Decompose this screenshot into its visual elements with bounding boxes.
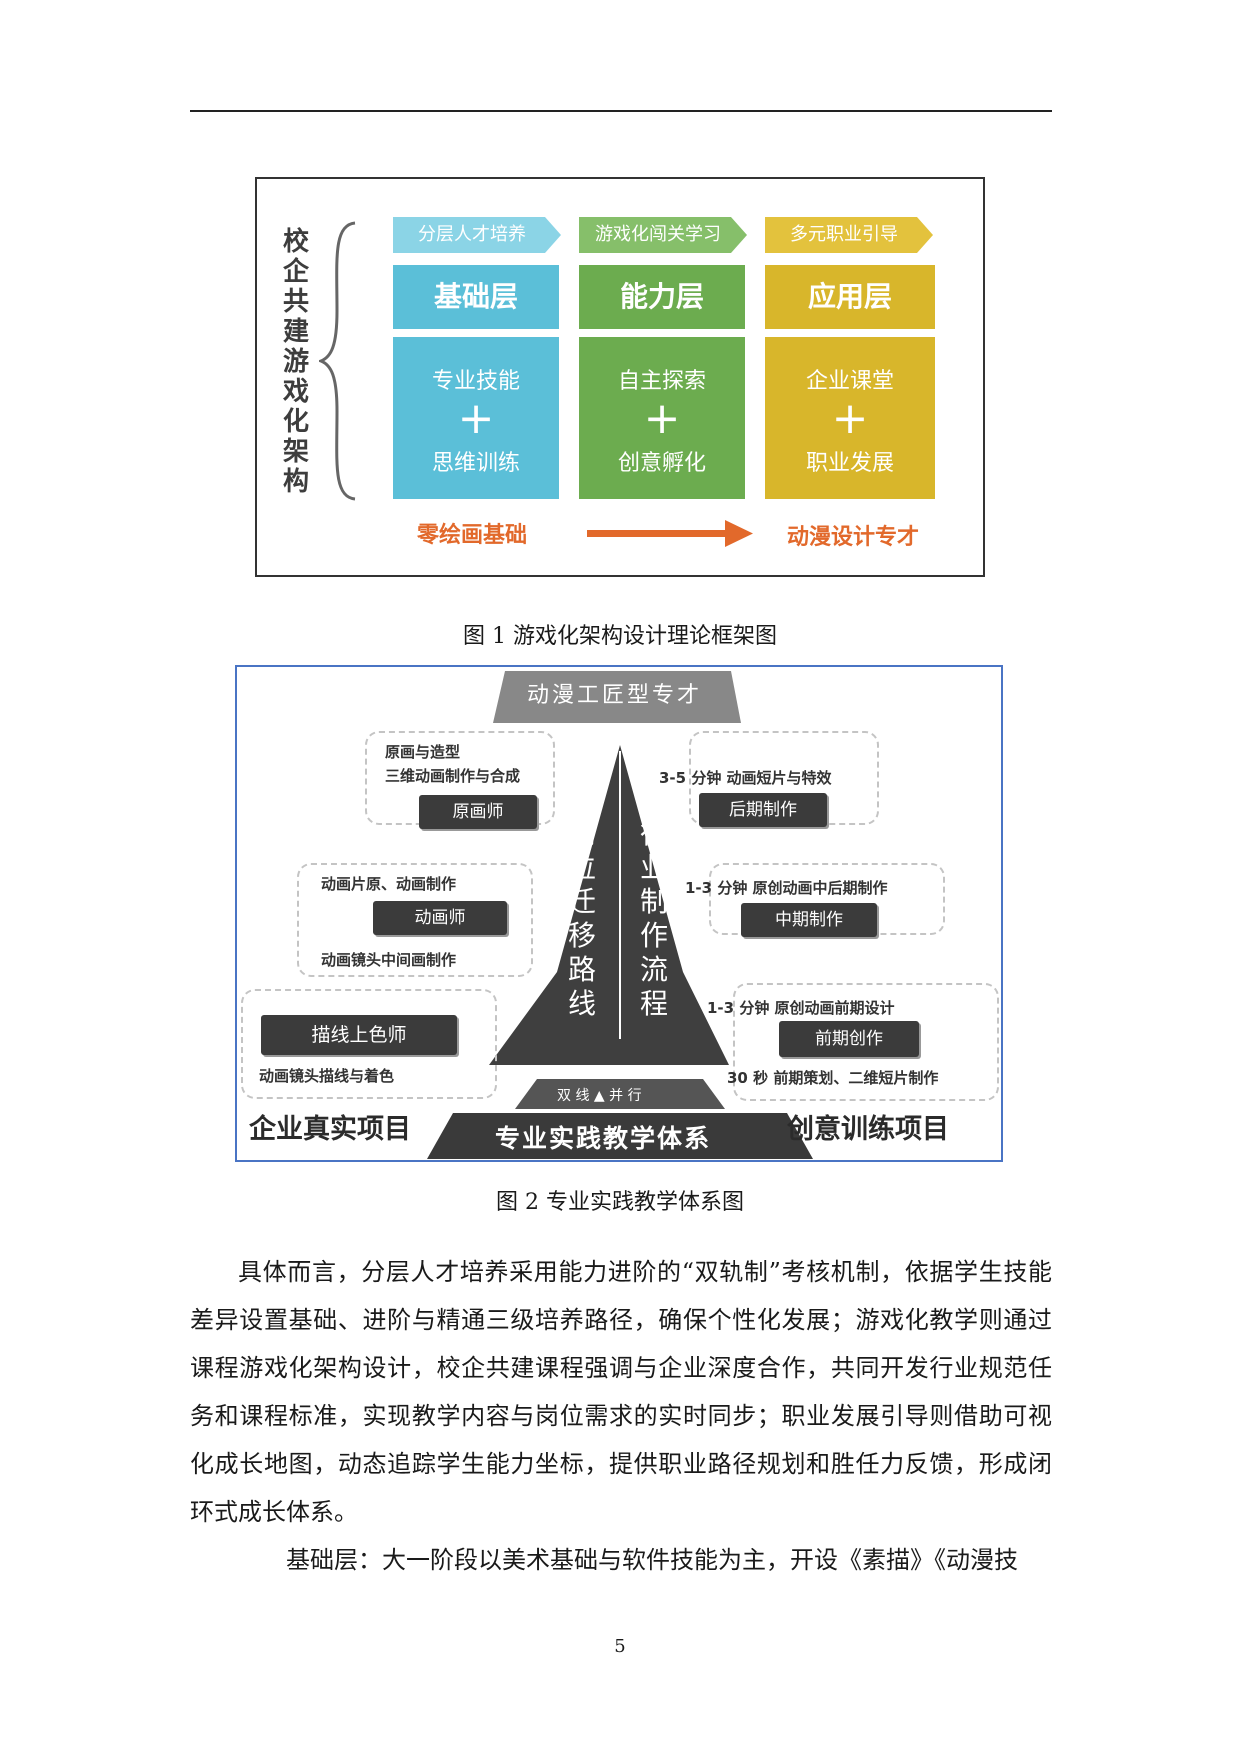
flow-start-label: 零绘画基础 — [417, 523, 528, 548]
base-top-label: 双 线 ▲ 并 行 — [557, 1088, 642, 1104]
figure-1: 校企共建游戏化架构 分层人才培养 基础层 专业技能 + 思维训练 游戏化闯关学习… — [255, 177, 985, 577]
chip-pre-creation: 前期创作 — [779, 1021, 919, 1057]
right-box-3-line1: 1-3 分钟 原创动画前期设计 — [707, 999, 895, 1017]
brace-icon — [319, 221, 356, 501]
chip-original-artist: 原画师 — [419, 795, 537, 829]
figure1-caption: 图 1 游戏化架构设计理论框架图 — [463, 624, 777, 649]
body-paragraph-1: 具体而言，分层人才培养采用能力进阶的“双轨制”考核机制，依据学生技能差异设置基础… — [190, 1258, 1052, 1526]
left-box-2-line1: 动画片原、动画制作 — [321, 875, 457, 893]
top-trapezoid — [493, 671, 741, 723]
banner-label-2: 游戏化闯关学习 — [595, 224, 721, 245]
panel-line1: 企业课堂 — [805, 369, 894, 394]
right-box-3 — [733, 983, 999, 1101]
left-box-3-line2: 动画镜头描线与着色 — [259, 1067, 395, 1085]
page-number: 5 — [614, 1636, 626, 1657]
chip-inker-colorist: 描线上色师 — [261, 1015, 457, 1055]
right-spire — [620, 745, 729, 1065]
layer-panel-basic: 专业技能 + 思维训练 — [393, 337, 559, 499]
left-box-2-line2: 动画镜头中间画制作 — [321, 951, 457, 969]
right-box-2-line1: 1-3 分钟 原创动画中后期制作 — [685, 879, 888, 897]
figure1-vertical-title: 校企共建游戏化架构 — [282, 227, 309, 497]
plus-icon: + — [457, 393, 495, 444]
plus-icon: + — [831, 393, 869, 444]
layer-title-basic: 基础层 — [393, 265, 559, 329]
right-spine-text: 行业制作流程 — [639, 817, 668, 1020]
layer-title-application: 应用层 — [765, 265, 935, 329]
body-paragraph-2: 基础层：大一阶段以美术基础与软件技能为主，开设《素描》《动漫技 — [286, 1546, 1018, 1574]
chip-animator: 动画师 — [373, 901, 507, 935]
base-top — [515, 1079, 725, 1109]
plus-icon: + — [643, 393, 681, 444]
banner-label-1: 分层人才培养 — [418, 224, 526, 245]
layer-panel-application: 企业课堂 + 职业发展 — [765, 337, 935, 499]
figure-2: 动漫工匠型专才 岗位迁移路线 行业制作流程 原画与造型 三维动画制作与合成 原画… — [235, 665, 1003, 1162]
right-box-1-line1: 3-5 分钟 动画短片与特效 — [659, 769, 832, 787]
right-box-3-line2: 30 秒 前期策划、二维短片制作 — [727, 1069, 939, 1087]
pyramid-graphic — [427, 671, 813, 1159]
left-box-1-line2: 三维动画制作与合成 — [385, 767, 521, 785]
left-spine-text: 岗位迁移路线 — [567, 817, 596, 1020]
banner-shape-2 — [579, 217, 747, 253]
chip-mid-production: 中期制作 — [741, 903, 877, 937]
base-main-label: 专业实践教学体系 — [495, 1124, 712, 1153]
figure2-caption: 图 2 专业实践教学体系图 — [496, 1190, 744, 1215]
layer-title-ability: 能力层 — [579, 265, 745, 329]
panel-line2: 职业发展 — [805, 451, 894, 476]
panel-line2: 创意孵化 — [617, 451, 706, 476]
left-box-3 — [241, 989, 497, 1099]
panel-line1: 专业技能 — [431, 369, 520, 394]
header-rule — [190, 110, 1052, 112]
banner-shape-3 — [765, 217, 933, 253]
left-footer-label: 企业真实项目 — [249, 1114, 411, 1145]
top-label: 动漫工匠型专才 — [527, 683, 703, 708]
flow-end-label: 动漫设计专才 — [787, 525, 920, 550]
arrow-right-icon — [587, 520, 753, 547]
left-box-2 — [297, 863, 533, 977]
banner-label-3: 多元职业引导 — [790, 224, 898, 245]
layer-panel-ability: 自主探索 + 创意孵化 — [579, 337, 745, 499]
left-box-1-line1: 原画与造型 — [385, 743, 461, 761]
left-spire — [489, 745, 620, 1065]
base-main — [427, 1113, 813, 1159]
chip-post-production: 后期制作 — [699, 793, 827, 827]
right-footer-label: 创意训练项目 — [787, 1114, 949, 1145]
panel-line2: 思维训练 — [431, 451, 520, 476]
banner-shape-1 — [393, 217, 561, 253]
panel-line1: 自主探索 — [617, 369, 706, 394]
